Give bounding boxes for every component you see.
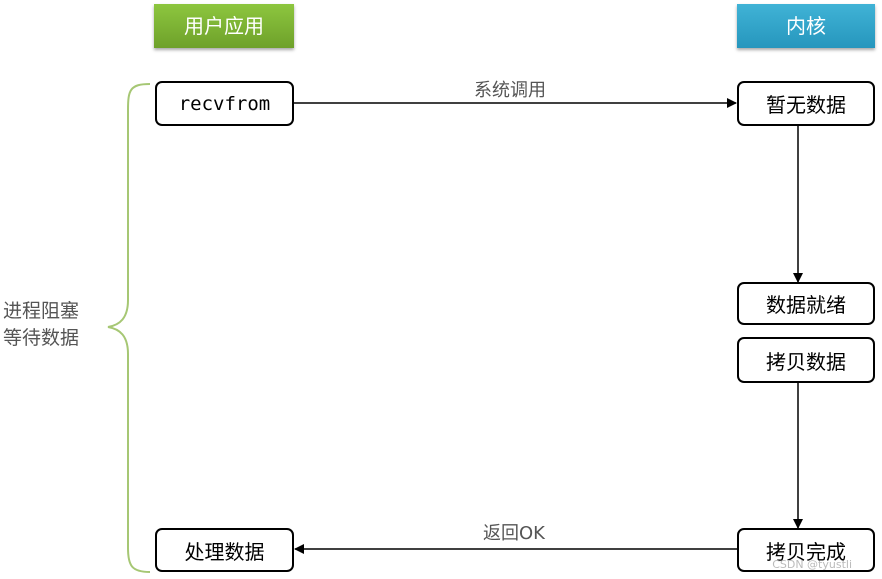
copy-done-node: 拷贝完成 xyxy=(737,528,875,572)
kernel-header: 内核 xyxy=(737,4,875,48)
brace xyxy=(107,83,151,573)
system-call-label: 系统调用 xyxy=(474,80,546,101)
side-label-line1: 进程阻塞 xyxy=(3,300,80,322)
recvfrom-node: recvfrom xyxy=(155,81,294,126)
user-app-header: 用户应用 xyxy=(154,4,294,48)
return-ok-label: 返回OK xyxy=(483,523,545,544)
watermark: CSDN @tyustli xyxy=(772,558,852,571)
data-ready-node: 数据就绪 xyxy=(737,282,875,325)
copy-data-node: 拷贝数据 xyxy=(737,337,875,383)
side-label-line2: 等待数据 xyxy=(3,327,80,349)
no-data-node: 暂无数据 xyxy=(737,81,875,126)
blocked-waiting-label: 进程阻塞 等待数据 xyxy=(3,298,79,352)
process-data-node: 处理数据 xyxy=(155,528,294,572)
